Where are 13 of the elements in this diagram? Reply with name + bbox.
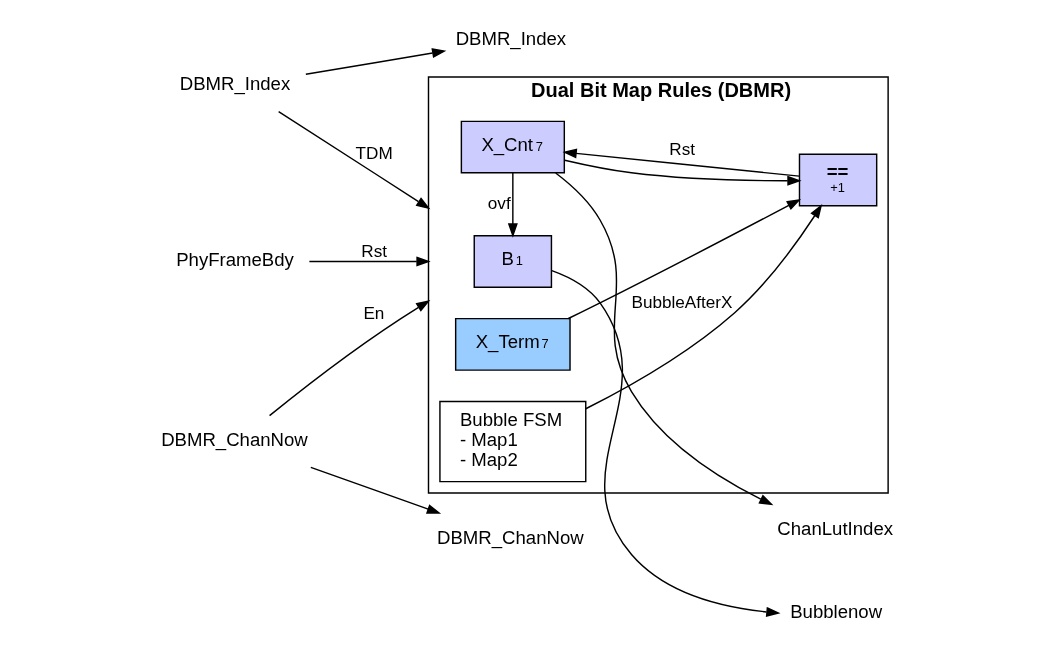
edge-label: Rst [361, 240, 388, 261]
edge-label: TDM [355, 143, 393, 164]
node-text: ChanLutIndex [777, 518, 894, 540]
node-text: DBMR_ChanNow [437, 526, 584, 548]
node-text: PhyFrameBdy [176, 249, 294, 271]
node-text: DBMR_Index [179, 73, 291, 95]
edge-label: ovf [487, 192, 511, 213]
node-text: DBMR_Index [455, 27, 567, 49]
edge-label: En [363, 303, 385, 324]
node-text: DBMR_ChanNow [161, 429, 308, 451]
edge-label: Rst [669, 139, 696, 160]
edge-label: BubbleAfterX [631, 292, 733, 313]
node-text: Bubblenow [790, 601, 883, 622]
